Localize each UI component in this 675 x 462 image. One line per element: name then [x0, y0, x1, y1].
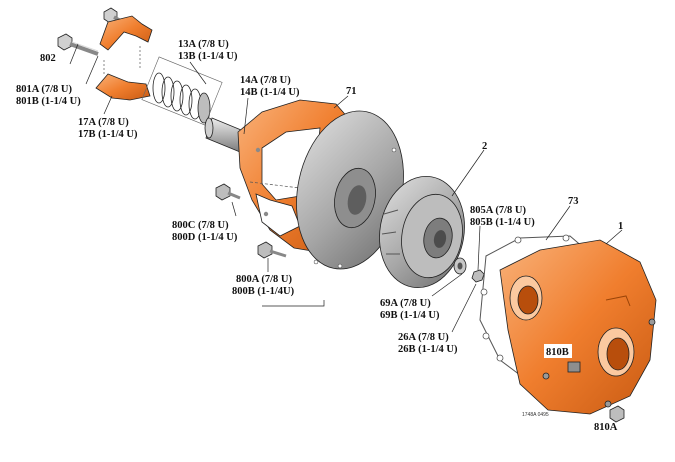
label-14a: 14A (7/8 U)	[240, 75, 291, 86]
label-26b: 26B (1-1/4 U)	[398, 344, 458, 355]
label-805a: 805A (7/8 U)	[470, 205, 527, 216]
label-805b: 805B (1-1/4 U)	[470, 217, 535, 228]
impeller-2	[379, 175, 465, 289]
label-800b: 800B (1-1/4U)	[232, 286, 295, 297]
bolt-802	[57, 33, 99, 56]
leader-lines	[69, 43, 623, 333]
label-1: 1	[618, 221, 623, 232]
label-73: 73	[568, 196, 579, 207]
label-810a: 810A	[594, 422, 618, 433]
label-810b: 810B	[546, 347, 569, 358]
plug-810a	[609, 405, 625, 423]
label-13b: 13B (1-1/4 U)	[178, 51, 238, 62]
bolt-800a	[257, 241, 287, 259]
label-800c: 800C (7/8 U)	[172, 220, 229, 231]
label-71: 71	[346, 86, 357, 97]
washer-69	[453, 257, 467, 275]
callout-labels: 802 801A (7/8 U) 801B (1-1/4 U) 17A (7/8…	[16, 39, 623, 433]
backplate	[296, 110, 404, 270]
label-802: 802	[40, 53, 56, 64]
label-810b-backdrop	[544, 344, 572, 358]
casing-1	[499, 239, 657, 415]
label-801a: 801A (7/8 U)	[16, 84, 73, 95]
label-17a: 17A (7/8 U)	[78, 117, 129, 128]
drawing-number: 1748A 0495	[522, 412, 549, 418]
label-800d: 800D (1-1/4 U)	[172, 232, 238, 243]
bolt-800c	[215, 183, 241, 201]
label-69a: 69A (7/8 U)	[380, 298, 431, 309]
label-14b: 14B (1-1/4 U)	[240, 87, 300, 98]
label-26a: 26A (7/8 U)	[398, 332, 449, 343]
shaft-sleeve-14	[204, 117, 247, 153]
clamp-17	[95, 15, 153, 101]
label-13a: 13A (7/8 U)	[178, 39, 229, 50]
label-800a: 800A (7/8 U)	[236, 274, 293, 285]
spring-13	[141, 56, 223, 126]
screw-805	[471, 269, 485, 283]
label-69b: 69B (1-1/4 U)	[380, 310, 440, 321]
label-801b: 801B (1-1/4 U)	[16, 96, 81, 107]
label-17b: 17B (1-1/4 U)	[78, 129, 138, 140]
label-2: 2	[482, 141, 487, 152]
